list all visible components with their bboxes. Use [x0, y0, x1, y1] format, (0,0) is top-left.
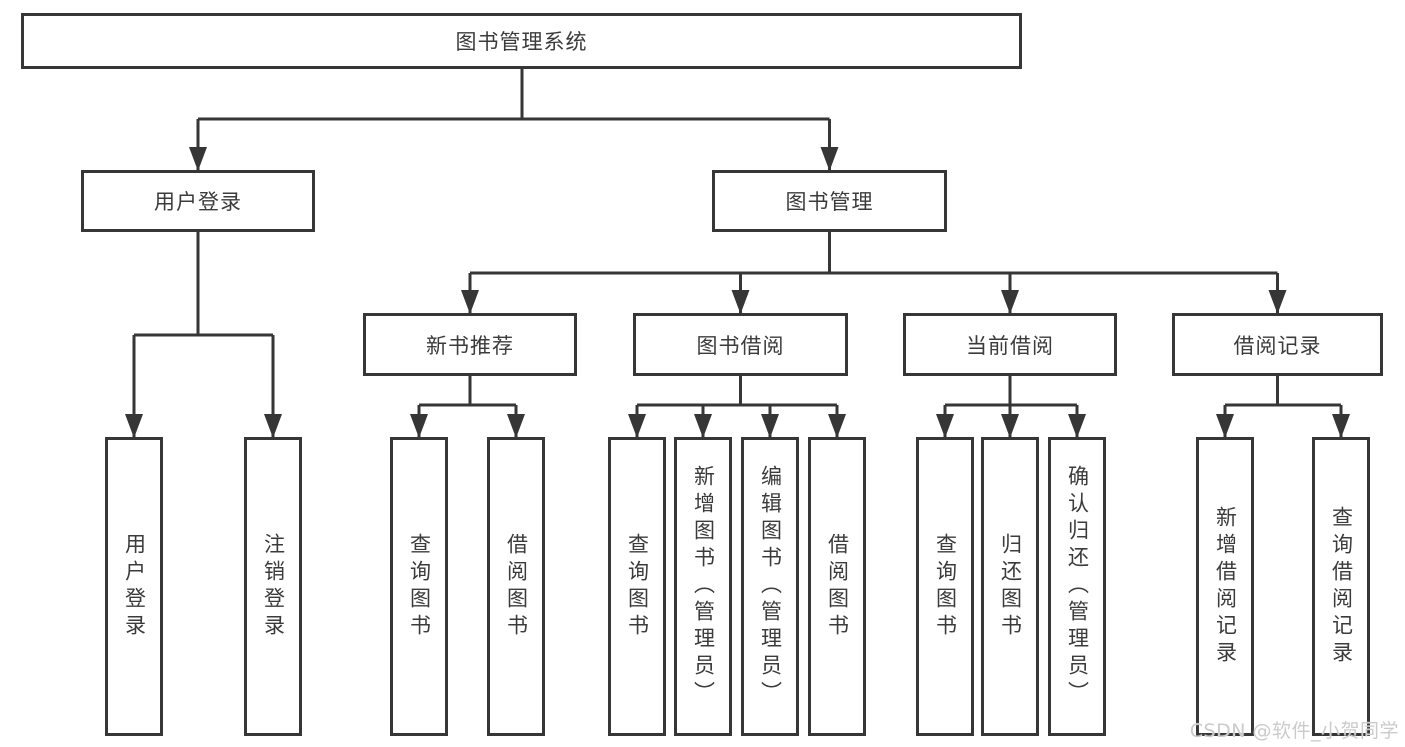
node-label: 确认归还（管理员）: [1065, 465, 1090, 708]
node-label: 查询借阅记录: [1329, 505, 1354, 668]
node-label: 新增借阅记录: [1213, 505, 1238, 668]
node-label: 注销登录: [261, 532, 286, 641]
node-label: 图书管理: [785, 190, 874, 214]
node-label: 用户登录: [154, 190, 242, 214]
node-label: 新书推荐: [426, 333, 514, 358]
leaf-edit-book-admin: 编辑图书（管理员）: [741, 437, 799, 736]
node-book-management: 图书管理: [712, 170, 947, 232]
leaf-confirm-return-admin: 确认归还（管理员）: [1048, 437, 1106, 736]
node-label: 查询图书: [407, 532, 432, 641]
connector-arrowheads: [125, 147, 1350, 438]
node-label: 当前借阅: [966, 333, 1054, 358]
node-label: 编辑图书（管理员）: [758, 465, 783, 708]
leaf-borrow-books: 借阅图书: [808, 437, 866, 736]
node-label: 借阅图书: [504, 532, 529, 641]
node-label: 用户登录: [122, 532, 147, 641]
leaf-query-borrow-record: 查询借阅记录: [1312, 437, 1370, 736]
leaf-query-books-borrow: 查询图书: [608, 437, 666, 736]
node-current-borrow: 当前借阅: [903, 313, 1117, 376]
connector-edges: [132, 69, 1343, 437]
node-label: 查询图书: [933, 532, 958, 641]
node-label: 借阅记录: [1233, 333, 1322, 358]
leaf-query-books-current: 查询图书: [916, 437, 974, 736]
node-label: 新增图书（管理员）: [691, 465, 716, 708]
node-borrow-records: 借阅记录: [1172, 313, 1383, 376]
leaf-add-borrow-record: 新增借阅记录: [1196, 437, 1254, 736]
leaf-add-book-admin: 新增图书（管理员）: [674, 437, 732, 736]
node-label: 图书借阅: [696, 333, 785, 358]
node-label: 查询图书: [625, 532, 650, 641]
leaf-return-book: 归还图书: [981, 437, 1039, 736]
node-label: 图书管理系统: [455, 30, 588, 54]
leaf-logout: 注销登录: [244, 437, 302, 736]
leaf-borrow-books-recommend: 借阅图书: [487, 437, 545, 736]
node-label: 借阅图书: [825, 532, 850, 641]
leaf-query-books-recommend: 查询图书: [390, 437, 448, 736]
node-root-system: 图书管理系统: [21, 13, 1022, 69]
csdn-watermark: CSDN @软件_小贺同学: [1189, 720, 1399, 742]
node-book-borrow: 图书借阅: [633, 313, 848, 376]
node-new-book-recommend: 新书推荐: [363, 313, 577, 376]
node-user-login: 用户登录: [81, 170, 315, 232]
leaf-user-login: 用户登录: [105, 437, 163, 736]
node-label: 归还图书: [998, 532, 1023, 641]
